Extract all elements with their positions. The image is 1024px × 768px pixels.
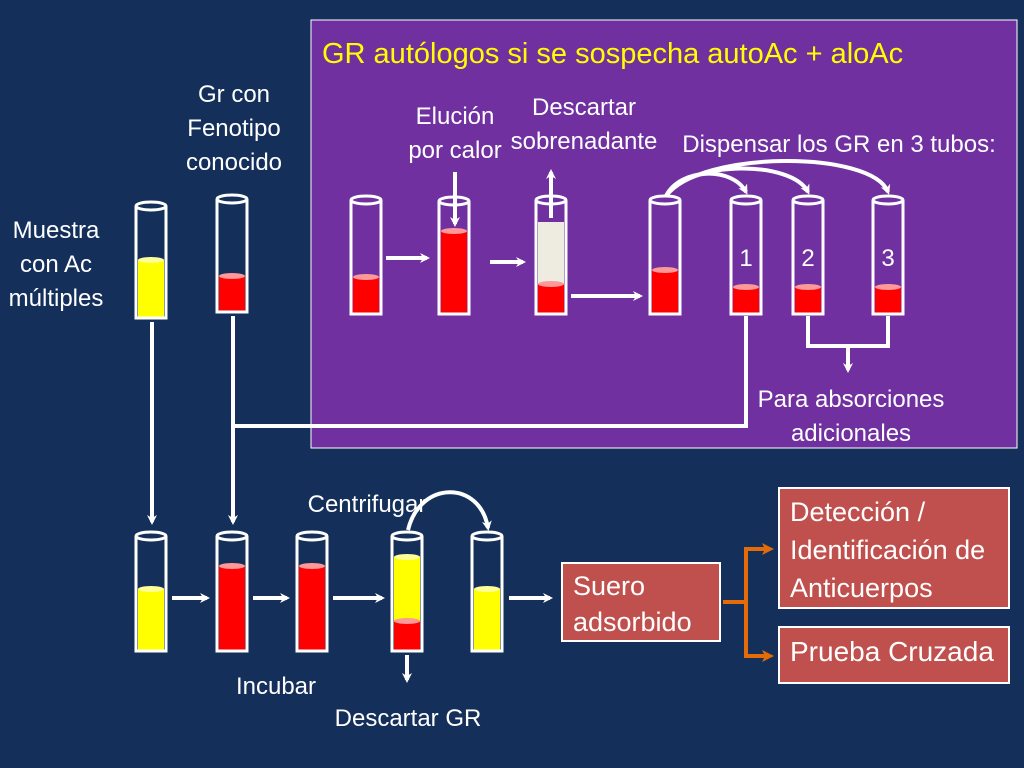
bottom-tube-adsorbed bbox=[470, 530, 504, 653]
known-rbc-label: Gr con Fenotipo conocido bbox=[185, 81, 283, 176]
autologous-panel bbox=[310, 19, 1018, 449]
panel-tube-3 bbox=[871, 194, 905, 316]
crossmatch-box: Prueba Cruzada bbox=[778, 626, 1010, 684]
panel-tube-washed bbox=[648, 194, 682, 316]
panel-tube-elution bbox=[437, 195, 471, 316]
bottom-tube-serum bbox=[134, 530, 168, 653]
incubate-label: Incubar bbox=[235, 673, 317, 700]
further-absorptions-label: Para absorciones adicionales bbox=[757, 386, 945, 447]
bottom-tube-rbc bbox=[215, 530, 249, 653]
antibody-detection-box: Detección / Identificación de Anticuerpo… bbox=[778, 487, 1010, 609]
discard-supernatant-label: Descartar sobrenadante bbox=[510, 94, 658, 155]
tube-number-2: 2 bbox=[801, 245, 815, 272]
centrifuge-label: Centrifugar bbox=[307, 491, 427, 518]
bottom-tube-centrifuged bbox=[390, 530, 424, 653]
sample-tube bbox=[134, 200, 168, 320]
arrow-to-crossmatch bbox=[744, 602, 774, 662]
arrow-dispense-3 bbox=[664, 159, 891, 198]
adsorbed-serum-box: Suero adsorbido bbox=[561, 562, 721, 642]
dispense-label: Dispensar los GR en 3 tubos: bbox=[682, 131, 996, 158]
discard-rbc-label: Descartar GR bbox=[334, 705, 482, 732]
panel-title: GR autólogos si se sospecha autoAc + alo… bbox=[322, 38, 903, 70]
bottom-tube-incubated bbox=[295, 530, 329, 653]
panel-tube-start bbox=[349, 194, 383, 316]
tube-number-1: 1 bbox=[739, 245, 753, 272]
arrow-to-detection bbox=[744, 543, 774, 602]
known-rbc-tube bbox=[215, 193, 249, 314]
panel-tube-2 bbox=[791, 194, 825, 316]
sample-label: Muestra con Ac múltiples bbox=[8, 217, 104, 312]
panel-tube-1 bbox=[729, 194, 763, 316]
elution-label: Elución por calor bbox=[408, 103, 502, 164]
arrow-centrifuge-arc bbox=[406, 490, 492, 531]
tube-number-3: 3 bbox=[881, 245, 895, 272]
line-return-from-tube1 bbox=[233, 316, 748, 428]
